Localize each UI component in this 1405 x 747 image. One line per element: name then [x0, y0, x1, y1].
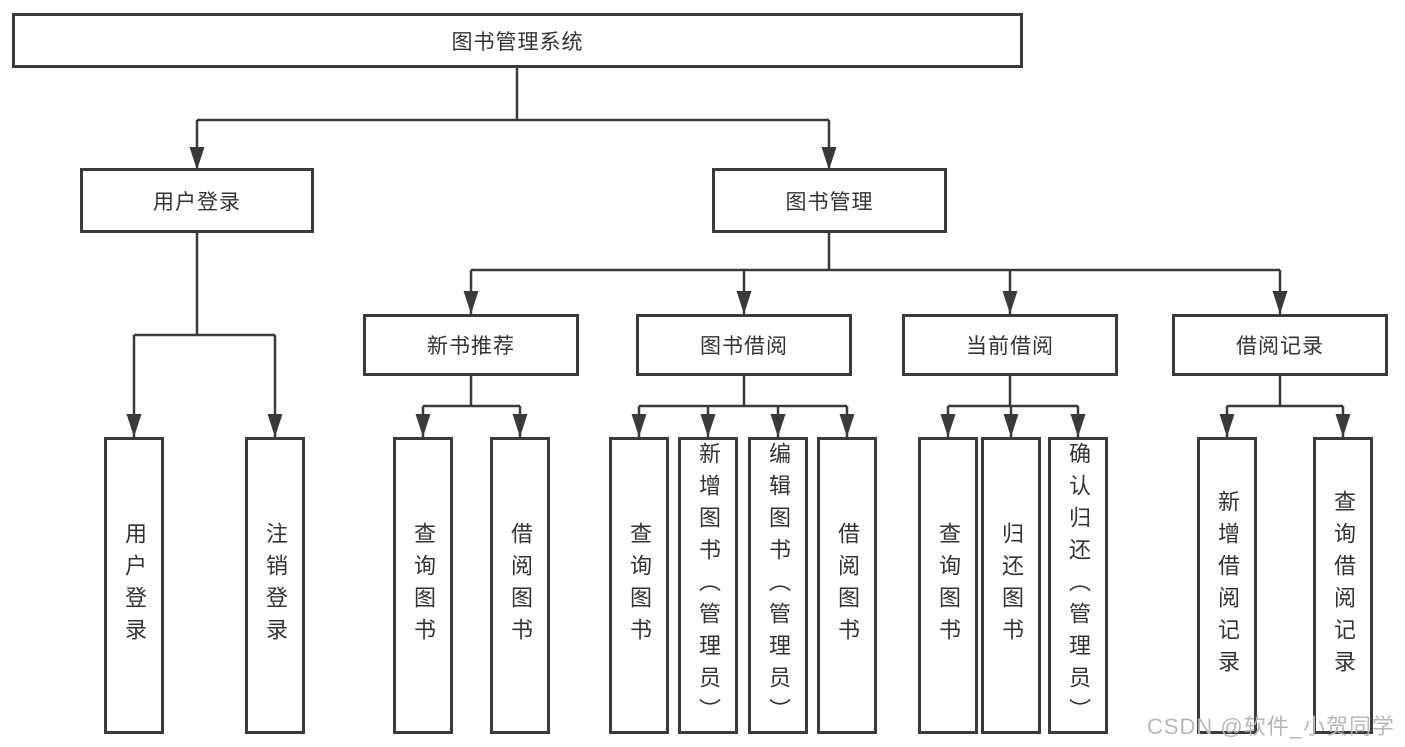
leaf-query-borrow-record: 查询借阅记录	[1313, 437, 1373, 734]
node-root: 图书管理系统	[12, 13, 1023, 68]
node-borrow-records: 借阅记录	[1172, 314, 1388, 376]
leaf-edit-books-admin: 编辑图书（管理员）	[748, 437, 808, 734]
leaf-add-borrow-record: 新增借阅记录	[1197, 437, 1257, 734]
node-current-borrow: 当前借阅	[902, 314, 1118, 376]
leaf-confirm-return-admin: 确认归还（管理员）	[1048, 437, 1108, 734]
leaf-query-books-borrow: 查询图书	[609, 437, 669, 734]
leaf-logout-login: 注销登录	[245, 437, 305, 734]
watermark: CSDN @软件_小贺同学	[1146, 714, 1395, 739]
leaf-return-books: 归还图书	[981, 437, 1041, 734]
leaf-query-books-recommend: 查询图书	[393, 437, 453, 734]
leaf-add-books-admin: 新增图书（管理员）	[678, 437, 738, 734]
node-book-borrow: 图书借阅	[636, 314, 852, 376]
leaf-borrow-books: 借阅图书	[817, 437, 877, 734]
node-book-management: 图书管理	[712, 168, 947, 233]
leaf-borrow-books-recommend: 借阅图书	[490, 437, 550, 734]
leaf-user-login: 用户登录	[104, 437, 164, 734]
node-new-book-recommend: 新书推荐	[363, 314, 579, 376]
leaf-query-books-current: 查询图书	[918, 437, 978, 734]
node-user-login: 用户登录	[80, 168, 314, 233]
